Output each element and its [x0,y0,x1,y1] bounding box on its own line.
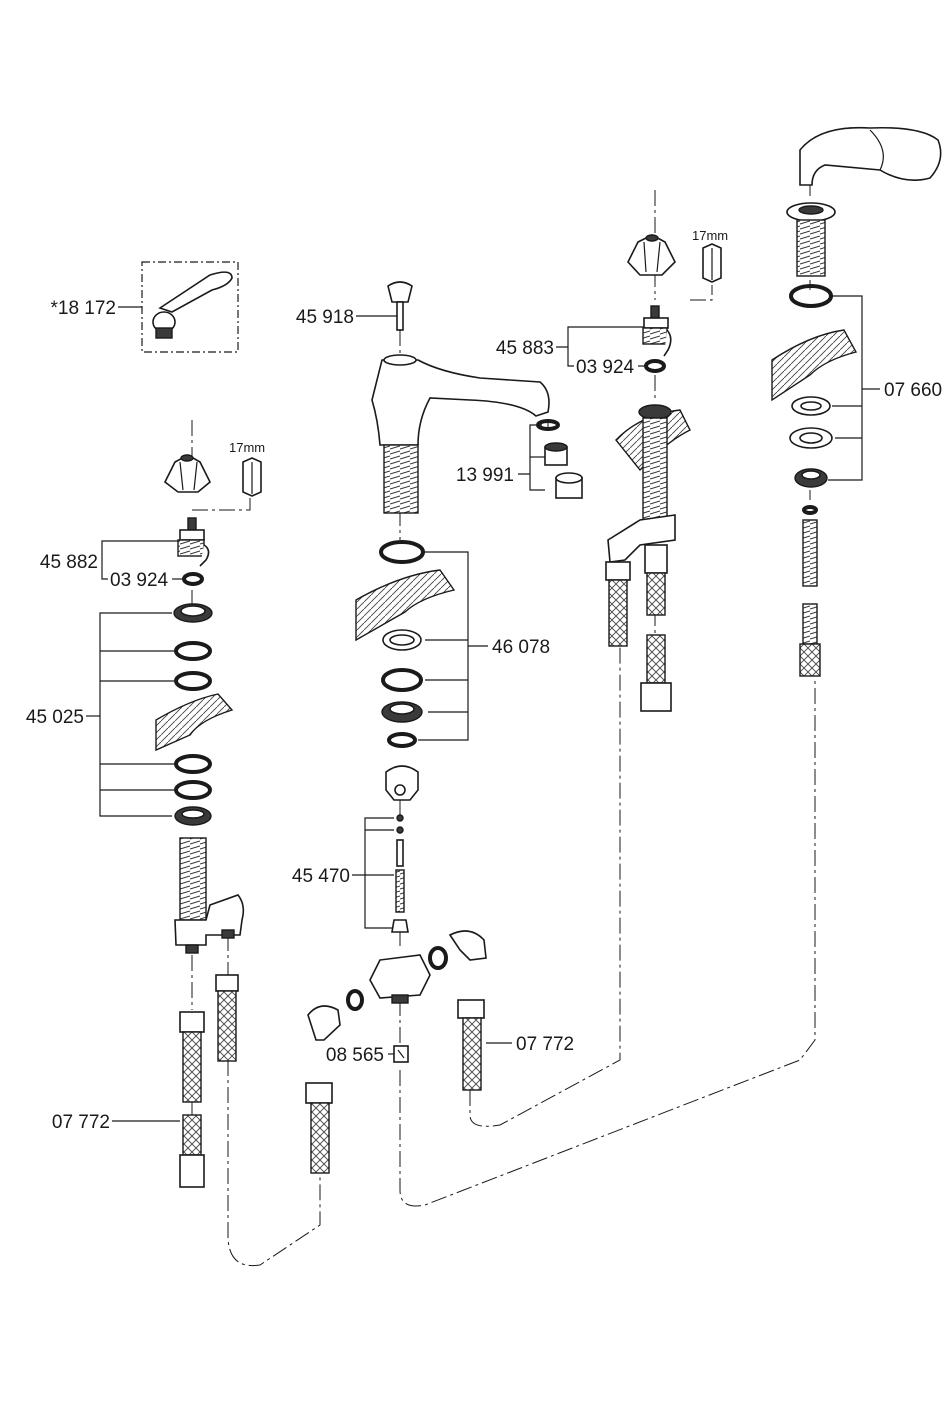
left-wrench-tool [243,458,261,496]
spout-mount-parts [356,542,454,746]
right-oring [646,361,664,371]
label-right-cartridge: 45 883 [496,338,554,359]
diverter-parts [386,766,418,932]
handshower-hose [800,507,820,676]
handshower-head [800,128,941,185]
label-left-mount-set: 45 025 [26,707,84,728]
label-left-cartridge: 45 882 [40,552,98,573]
aerator-parts [538,421,582,498]
label-left-wrench: 17mm [229,440,265,455]
label-left-oring: 03 924 [110,570,169,591]
left-lever-inset [142,262,238,352]
spout-knob-part [388,282,412,330]
left-mount-parts [156,604,232,825]
left-cartridge [178,518,209,566]
right-wrench-tool [703,244,721,282]
label-diverter-set: 45 470 [292,866,350,887]
label-center-hose: 07 772 [516,1034,574,1055]
tee-fitting [308,931,486,1040]
left-handle [165,455,210,492]
label-right-oring: 03 924 [576,357,635,378]
right-handle [628,235,675,275]
check-valve-part [394,1046,408,1062]
label-spout-mount-set: 46 078 [492,637,550,658]
handshower-holder [787,203,835,276]
left-hoses [180,975,238,1187]
right-cartridge [643,306,671,356]
handshower-mount-parts [772,286,856,487]
label-lever-handle: *18 172 [50,298,116,319]
right-valve-body [606,405,690,711]
label-left-hose: 07 772 [52,1112,110,1133]
label-check-valve: 08 565 [326,1045,384,1066]
label-handshower-mount-set: 07 660 [884,380,942,401]
label-spout-knob: 45 918 [296,307,354,328]
left-oring [184,574,202,584]
spout-body [372,355,549,513]
left-valve-body [175,838,243,953]
label-right-wrench: 17mm [692,228,728,243]
label-aerator: 13 991 [456,465,514,486]
